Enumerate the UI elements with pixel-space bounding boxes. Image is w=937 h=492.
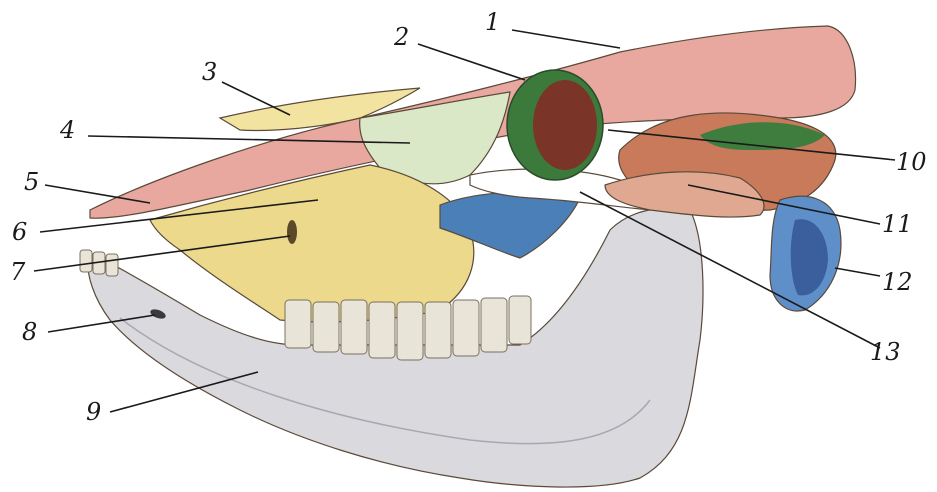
label-6: 6	[12, 218, 27, 246]
infraorbital-foramen	[287, 220, 297, 244]
label-9: 9	[86, 398, 101, 426]
label-2: 2	[393, 23, 409, 51]
label-7: 7	[10, 258, 26, 286]
label-4: 4	[59, 116, 75, 144]
incisor-teeth	[80, 250, 118, 276]
zygomatic-process	[605, 172, 764, 217]
label-10: 10	[896, 148, 927, 176]
label-8: 8	[22, 318, 37, 346]
label-3: 3	[202, 58, 217, 86]
label-1: 1	[485, 8, 500, 36]
leader-1	[512, 30, 620, 48]
orbit-inner	[533, 80, 597, 170]
label-11: 11	[882, 210, 913, 238]
label-5: 5	[24, 168, 39, 196]
leader-2	[418, 44, 525, 80]
label-13: 13	[870, 338, 901, 366]
label-12: 12	[882, 268, 913, 296]
upper-teeth	[285, 296, 531, 360]
leader-12	[835, 268, 880, 276]
